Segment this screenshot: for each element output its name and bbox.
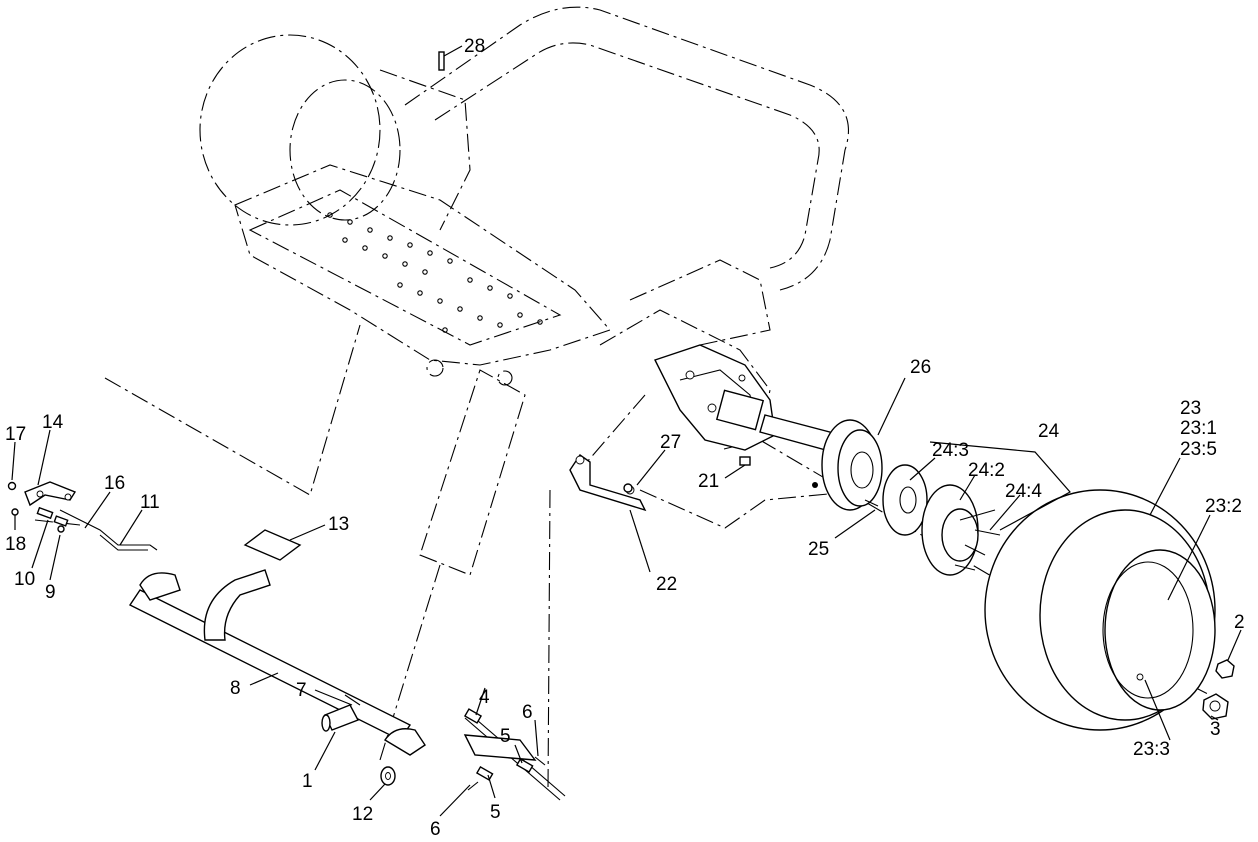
wheel-hub — [882, 464, 1001, 576]
callout-23-2: 23:2 — [1205, 496, 1242, 517]
callout-17: 17 — [5, 424, 26, 445]
callout-1: 1 — [302, 771, 313, 792]
callout-23-1: 23:1 — [1180, 418, 1217, 439]
callout-9: 9 — [45, 582, 56, 603]
leader-lines — [11, 45, 1242, 817]
callout-24: 24 — [1038, 421, 1060, 442]
callout-10: 10 — [14, 569, 35, 590]
callout-23-3: 23:3 — [1133, 739, 1170, 760]
callout-11: 11 — [140, 492, 160, 513]
callout-13: 13 — [328, 514, 349, 535]
callout-24-4: 24:4 — [1005, 481, 1042, 502]
callout-4: 4 — [479, 687, 490, 708]
callout-23: 23 — [1180, 398, 1201, 419]
roll-bar — [404, 6, 849, 291]
callout-28: 28 — [464, 36, 485, 57]
callout-6: 6 — [522, 702, 533, 723]
callout-24-2: 24:2 — [968, 460, 1005, 481]
callout-6: 6 — [430, 819, 441, 840]
callout-5: 5 — [500, 726, 511, 747]
callout-3: 3 — [1210, 719, 1221, 740]
bracket — [24, 481, 77, 527]
callout-21: 21 — [698, 471, 719, 492]
callout-24-3: 24:3 — [932, 440, 969, 461]
callout-25: 25 — [808, 539, 829, 560]
callout-23-5: 23:5 — [1180, 439, 1217, 460]
part-callouts: 28 26 24 24:3 24:2 24:4 23 23:1 23:5 23:… — [5, 36, 1245, 840]
callout-8: 8 — [230, 678, 241, 699]
callout-12: 12 — [352, 804, 373, 825]
callout-16: 16 — [104, 473, 125, 494]
pedal-assembly — [59, 509, 426, 756]
rear-wheel — [199, 34, 381, 226]
callout-18: 18 — [5, 534, 26, 555]
callout-26: 26 — [910, 357, 931, 378]
callout-22: 22 — [656, 574, 677, 595]
brake-drum — [812, 419, 883, 511]
callout-5: 5 — [490, 802, 501, 823]
lug-nut — [1202, 659, 1235, 720]
callout-27: 27 — [660, 432, 681, 453]
brake-link — [569, 454, 647, 512]
pedal-pad — [243, 529, 302, 561]
callout-7: 7 — [296, 680, 307, 701]
callout-14: 14 — [42, 412, 64, 433]
drive-wheel — [984, 489, 1216, 731]
callout-2: 2 — [1234, 612, 1245, 633]
mower-frame — [199, 6, 849, 451]
foot-deck — [234, 164, 611, 366]
